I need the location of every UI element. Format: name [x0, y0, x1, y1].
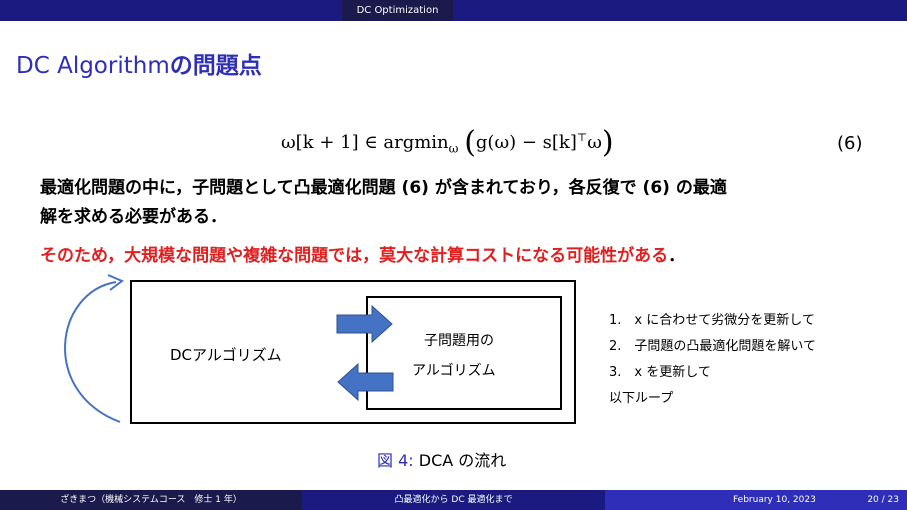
- footer-talk-title: 凸最適化から DC 最適化まで: [302, 490, 605, 510]
- step-1: 1. x に合わせて劣微分を更新して: [609, 313, 815, 328]
- equation-lhs: ω[k + 1] ∈ argmin: [281, 132, 449, 153]
- step-2: 2. 子問題の凸最適化問題を解いて: [609, 339, 817, 354]
- algorithm-steps: 1. x に合わせて劣微分を更新して 2. 子問題の凸最適化問題を解いて 3. …: [609, 308, 816, 412]
- figure-caption: 図 4: DCA の流れ: [377, 447, 506, 471]
- equation-body: g(ω) − s[k]: [475, 132, 577, 153]
- figure-caption-text: DCA の流れ: [418, 451, 507, 470]
- equation: ω[k + 1] ∈ argminω (g(ω) − s[k]⊤ω): [281, 125, 614, 160]
- figure-label: 図 4:: [377, 451, 414, 470]
- subproblem-label-line-1: 子問題用の: [424, 333, 494, 349]
- explanation-paragraph: 最適化問題の中に，子問題として凸最適化問題 (6) が含まれており，各反復で (…: [40, 174, 880, 232]
- dc-algorithm-label: DCアルゴリズム: [170, 346, 282, 364]
- footer-bar: ざきまつ（機械システムコース 修士 1 年） 凸最適化から DC 最適化まで F…: [0, 490, 907, 510]
- subproblem-label-line-2: アルゴリズム: [412, 363, 496, 379]
- equation-close-paren: ): [601, 125, 614, 160]
- loop-arc: [64, 281, 121, 423]
- equation-open-paren: (: [464, 125, 476, 160]
- step-loop: 以下ループ: [609, 391, 674, 406]
- section-indicator[interactable]: DC Optimization: [342, 0, 453, 21]
- page-number: 20 / 23: [867, 495, 899, 505]
- slide-title-latin: DC Algorithm: [16, 53, 170, 79]
- loop-arrowhead: [107, 274, 124, 291]
- subproblem-algorithm-box: [366, 296, 562, 410]
- warning-period: ．: [668, 246, 686, 266]
- slide-title: DC Algorithmの問題点: [16, 46, 262, 80]
- slide-title-japanese: の問題点: [169, 53, 262, 79]
- equation-number: (6): [837, 133, 863, 154]
- paragraph-line-1: 最適化問題の中に，子問題として凸最適化問題 (6) が含まれており，各反復で (…: [40, 178, 727, 198]
- right-arrow-icon: [336, 305, 393, 343]
- equation-superscript: ⊤: [576, 131, 588, 144]
- step-3: 3. x を更新して: [609, 365, 711, 380]
- dc-algorithm-box: [130, 280, 576, 424]
- left-arrow-icon: [337, 363, 394, 401]
- dca-flow-diagram: DCアルゴリズム 子問題用の アルゴリズム: [50, 272, 610, 432]
- warning-text: そのため，大規模な問題や複雑な問題では，莫大な計算コストになる可能性がある．: [40, 241, 685, 266]
- top-navigation-bar: DC Optimization: [0, 0, 907, 21]
- footer-right: February 10, 2023 20 / 23: [605, 490, 907, 510]
- paragraph-line-2: 解を求める必要がある．: [40, 207, 227, 227]
- footer-date: February 10, 2023: [733, 495, 816, 505]
- equation-subscript: ω: [448, 141, 459, 156]
- equation-tail: ω: [587, 132, 602, 153]
- footer-author: ざきまつ（機械システムコース 修士 1 年）: [0, 490, 302, 510]
- loop-arrow: [64, 274, 124, 423]
- warning-sentence: そのため，大規模な問題や複雑な問題では，莫大な計算コストになる可能性がある: [40, 246, 669, 266]
